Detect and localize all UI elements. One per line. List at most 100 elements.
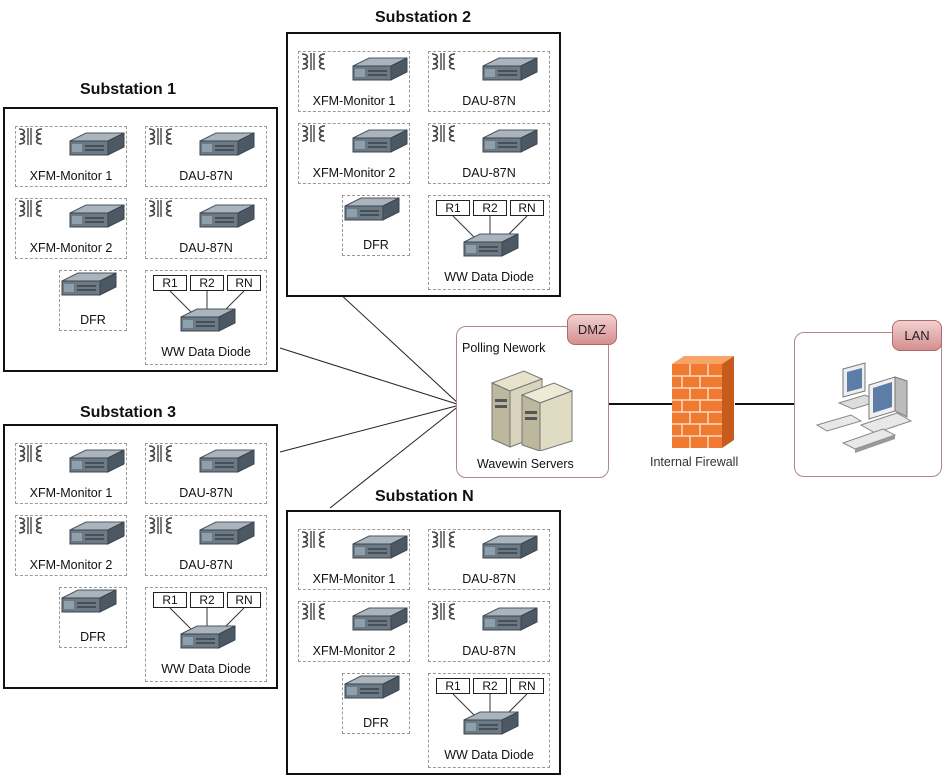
relay-box: R2 (190, 275, 224, 291)
device-dfr: DFR (342, 673, 410, 734)
rack-server-icon (344, 197, 400, 221)
device-monitor: XFM-Monitor 2 (298, 123, 410, 184)
device-label: DAU-87N (179, 169, 233, 183)
device-monitor: DAU-87N (428, 529, 550, 590)
device-monitor: XFM-Monitor 1 (298, 51, 410, 112)
server-icon (490, 370, 574, 451)
device-label: DAU-87N (462, 644, 516, 658)
lan-tag: LAN (892, 320, 942, 351)
relay-box: R2 (190, 592, 224, 608)
transformer-icon (148, 445, 173, 462)
rack-server-icon (69, 132, 125, 156)
device-label: XFM-Monitor 1 (312, 572, 396, 586)
device-monitor: XFM-Monitor 2 (15, 515, 127, 576)
transformer-icon (18, 445, 43, 462)
firewall-icon (672, 356, 734, 448)
device-monitor: XFM-Monitor 1 (298, 529, 410, 590)
transformer-icon (431, 53, 456, 70)
device-label: XFM-Monitor 1 (29, 169, 113, 183)
device-monitor: DAU-87N (428, 123, 550, 184)
device-label: DFR (80, 630, 106, 644)
transformer-icon (18, 128, 43, 145)
rack-server-icon (180, 625, 236, 649)
rack-server-icon (352, 57, 408, 81)
relay-box: RN (227, 275, 261, 291)
relay-box: R2 (473, 200, 507, 216)
rack-server-icon (69, 449, 125, 473)
relay-box: R1 (436, 678, 470, 694)
device-label: DFR (363, 238, 389, 252)
transformer-icon (301, 53, 326, 70)
relay-box: R1 (153, 275, 187, 291)
device-label: XFM-Monitor 2 (312, 644, 396, 658)
device-monitor: DAU-87N (145, 515, 267, 576)
transformer-icon (18, 200, 43, 217)
rack-server-icon (199, 449, 255, 473)
rack-server-icon (463, 711, 519, 735)
device-label: DAU-87N (179, 486, 233, 500)
transformer-icon (18, 517, 43, 534)
device-monitor: XFM-Monitor 1 (15, 443, 127, 504)
rack-server-icon (199, 132, 255, 156)
device-monitor: DAU-87N (428, 51, 550, 112)
firewall-label: Internal Firewall (650, 455, 739, 469)
substation-s1: XFM-Monitor 1 DAU-87N XFM-Monitor 2 DAU-… (3, 107, 278, 372)
rack-server-icon (69, 204, 125, 228)
rack-server-icon (344, 675, 400, 699)
device-label: XFM-Monitor 1 (29, 486, 113, 500)
device-label: DFR (80, 313, 106, 327)
device-label: XFM-Monitor 2 (29, 241, 113, 255)
rack-server-icon (482, 129, 538, 153)
rack-server-icon (352, 129, 408, 153)
transformer-icon (148, 200, 173, 217)
device-label: WW Data Diode (444, 270, 534, 284)
device-label: DAU-87N (179, 241, 233, 255)
device-label: DAU-87N (462, 94, 516, 108)
device-label: WW Data Diode (161, 662, 251, 676)
rack-server-icon (180, 308, 236, 332)
device-label: XFM-Monitor 1 (312, 94, 396, 108)
rack-server-icon (482, 57, 538, 81)
device-label: DAU-87N (462, 572, 516, 586)
substation-sn: XFM-Monitor 1 DAU-87N XFM-Monitor 2 DAU-… (286, 510, 561, 775)
device-label: DAU-87N (462, 166, 516, 180)
device-label: XFM-Monitor 2 (312, 166, 396, 180)
polling-network-label: Polling Nework (462, 341, 546, 355)
device-dfr: DFR (59, 270, 127, 331)
device-label: WW Data Diode (444, 748, 534, 762)
device-monitor: XFM-Monitor 2 (15, 198, 127, 259)
device-label: DAU-87N (179, 558, 233, 572)
relay-box: RN (227, 592, 261, 608)
lan-zone: LAN (794, 320, 942, 477)
rack-server-icon (199, 521, 255, 545)
relay-box: RN (510, 678, 544, 694)
device-monitor: DAU-87N (428, 601, 550, 662)
wavewin-servers-label: Wavewin Servers (477, 457, 574, 471)
dmz-zone: Polling Nework Wavewin Servers DMZ (456, 314, 617, 478)
rack-server-icon (482, 535, 538, 559)
device-dfr: DFR (342, 195, 410, 256)
device-monitor: DAU-87N (145, 198, 267, 259)
link-sn (329, 404, 461, 509)
rack-server-icon (61, 589, 117, 613)
transformer-icon (431, 531, 456, 548)
rack-server-icon (61, 272, 117, 296)
substation-s3: XFM-Monitor 1 DAU-87N XFM-Monitor 2 DAU-… (3, 424, 278, 689)
dmz-tag: DMZ (567, 314, 617, 345)
substation-title: Substation 1 (80, 81, 177, 98)
transformer-icon (301, 603, 326, 620)
relay-box: R2 (473, 678, 507, 694)
device-dfr: DFR (59, 587, 127, 648)
rack-server-icon (482, 607, 538, 631)
device-monitor: DAU-87N (145, 126, 267, 187)
rack-server-icon (463, 233, 519, 257)
device-monitor: DAU-87N (145, 443, 267, 504)
device-label: DFR (363, 716, 389, 730)
rack-server-icon (69, 521, 125, 545)
rack-server-icon (352, 607, 408, 631)
